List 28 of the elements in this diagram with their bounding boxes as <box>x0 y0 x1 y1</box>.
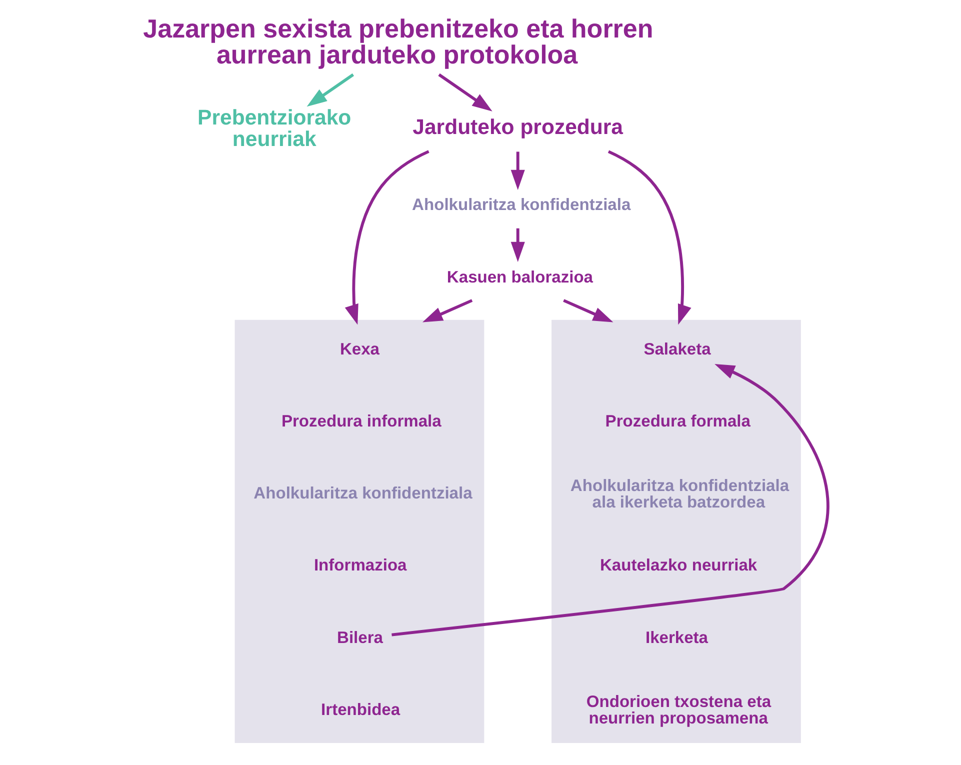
arrow <box>391 364 829 636</box>
node-text: Informazioa <box>313 556 406 575</box>
arrow <box>607 150 691 325</box>
node-text: Jazarpen sexista prebenitzeko eta horren aurrean jarduteko protokoloa <box>142 14 653 70</box>
node-text: Prozedura informala <box>280 411 441 430</box>
node-text: Ikerketa <box>644 628 708 647</box>
arrow <box>510 228 524 262</box>
node-text: Kautelazko neurriak <box>599 556 757 575</box>
arrow <box>562 299 613 322</box>
node-text: Kasuen balorazioa <box>446 267 593 286</box>
arrow <box>510 152 524 190</box>
node-text: Ondorioen txostena eta neurrien proposamena <box>586 692 771 728</box>
node-text: Irtenbidea <box>320 700 400 719</box>
node-text: Aholkularitza konfidentziala ala ikerketa batzordea <box>570 476 789 512</box>
arrow <box>344 150 429 325</box>
arrow <box>306 73 354 107</box>
node-text: Bilera <box>336 628 382 647</box>
node-text: Aholkularitza konfidentziala <box>253 484 472 503</box>
node-text: Prozedura formala <box>604 411 750 430</box>
node-text: Kexa <box>339 339 379 358</box>
node-text: Salaketa <box>643 339 710 358</box>
cluster <box>551 320 800 743</box>
node-text: Jarduteko prozedura <box>412 115 622 140</box>
node-text: Aholkularitza konfidentziala <box>412 195 630 214</box>
cluster <box>234 320 484 743</box>
node-text: Prebentziorako neurriak <box>197 106 351 151</box>
arrow <box>438 73 492 112</box>
arrow <box>422 299 472 322</box>
